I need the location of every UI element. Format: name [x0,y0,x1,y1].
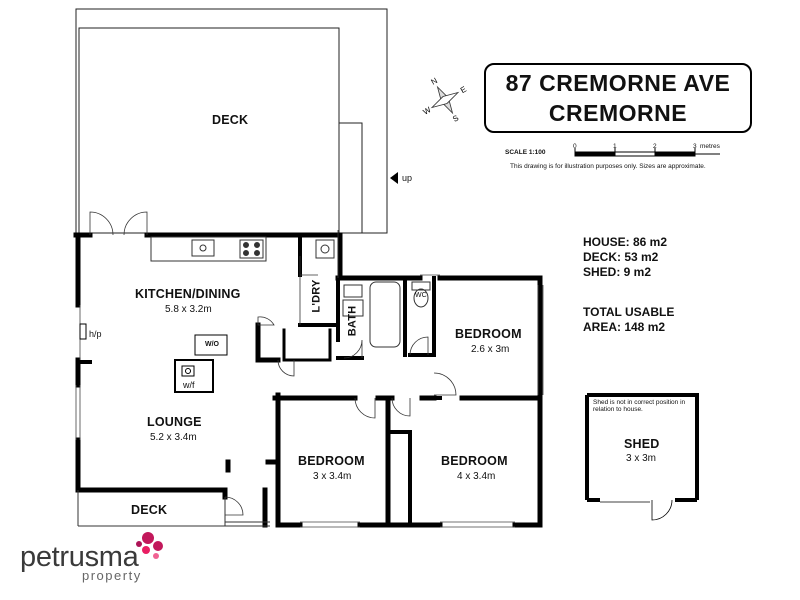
bedroom-3-label: BEDROOM [441,454,508,468]
wood-fire-label: w/f [183,380,195,390]
address-line2: CREMORNE [548,100,688,126]
heat-pump [79,323,87,340]
scale-tick-0: 0 [573,143,577,150]
logo-mark [136,532,163,559]
compass-e: E [459,85,468,95]
bath-label: BATH [346,305,359,337]
lounge-label: LOUNGE [147,415,202,429]
scale-tick-1: 1 [613,143,617,150]
bedroom-1-label: BEDROOM [455,327,522,341]
address-line1: 87 CREMORNE AVE [505,70,731,96]
shed-note-line1: Shed is not in correct position in [593,399,686,406]
deck-small-label: DECK [131,503,168,517]
bath-fixtures [342,281,431,348]
address-title: 87 CREMORNE AVE CREMORNE [484,63,752,133]
wood-fire-flue [185,368,191,374]
deck-main-label: DECK [212,113,249,127]
scale-tick-3: 3 [693,143,697,150]
area-total-line2: AREA: 148 m2 [583,320,666,334]
bedroom-1-size: 2.6 x 3m [471,344,510,355]
scale-label: SCALE 1:100 [505,149,546,156]
logo-wordmark: petrusma [20,541,139,573]
area-house: HOUSE: 86 m2 [583,235,668,249]
wood-fire-inner [181,365,195,377]
wc-label: WC [415,292,427,299]
bedroom-3-size: 4 x 3.4m [457,471,496,482]
scale-unit: metres [700,143,720,150]
scale-tick-2: 2 [653,143,657,150]
bedroom-2-label: BEDROOM [298,454,365,468]
area-deck: DECK: 53 m2 [583,250,659,264]
windows [75,274,544,528]
heat-pump-label: h/p [89,329,102,339]
compass-n: N [429,76,439,87]
shed-note-line2: relation to house. [593,406,643,413]
kitchen-dining-label: KITCHEN/DINING [135,287,241,301]
shed-label: SHED [624,437,660,451]
doors [89,211,457,516]
compass-icon: N W E S [422,76,468,124]
stair-up-arrow-icon [390,172,398,184]
compass-s: S [451,113,460,123]
small-deck-outline [77,490,270,527]
compass-w: W [422,105,433,117]
lounge-size: 5.2 x 3.4m [150,432,197,443]
kitchen-bench [150,236,335,262]
logo-subtitle: property [82,568,142,583]
wood-fire [174,359,214,393]
shed-outline [585,393,699,521]
scale-disclaimer: This drawing is for illustration purpose… [510,163,706,170]
area-total-line1: TOTAL USABLE [583,305,675,319]
house-walls [73,232,543,528]
wall-oven-label: W/O [205,341,219,348]
area-shed: SHED: 9 m2 [583,265,652,279]
bedroom-2-size: 3 x 3.4m [313,471,352,482]
laundry-label: L'DRY [310,279,323,313]
kitchen-dining-size: 5.8 x 3.2m [165,304,212,315]
scale-bar [574,148,720,157]
stair-up-label: up [402,173,413,183]
wall-oven-unit [194,334,228,356]
shed-size: 3 x 3m [626,453,657,464]
